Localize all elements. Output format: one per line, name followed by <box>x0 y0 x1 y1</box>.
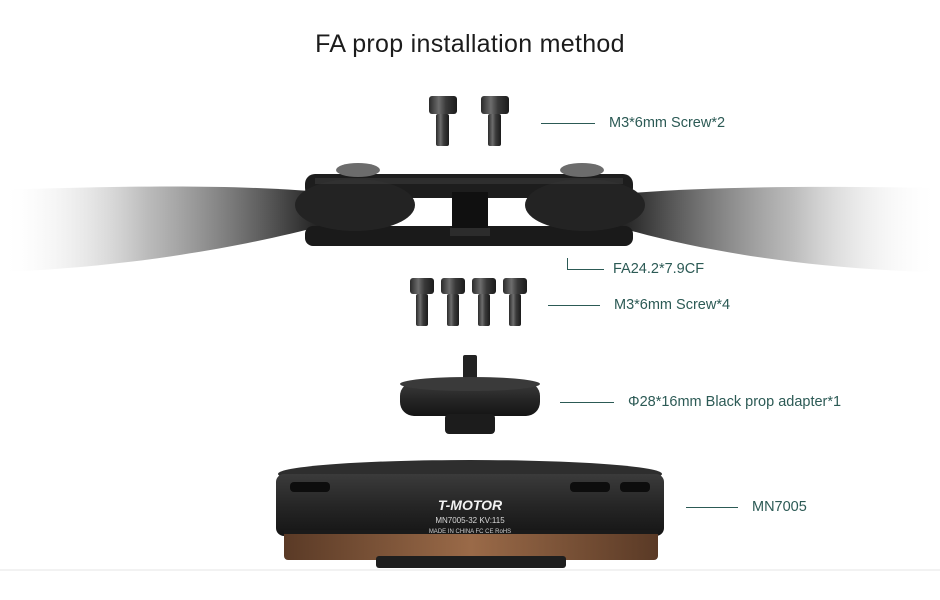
propeller <box>0 163 940 272</box>
top-screw-right <box>481 96 509 146</box>
mid-screw-3 <box>472 278 496 326</box>
leader-line <box>560 402 614 403</box>
mid-screw-1 <box>410 278 434 326</box>
callout-adapter: Φ28*16mm Black prop adapter*1 <box>560 392 841 412</box>
mid-screw-4 <box>503 278 527 326</box>
callout-mid-screws: M3*6mm Screw*4 <box>548 295 730 315</box>
callout-top-screws: M3*6mm Screw*2 <box>541 113 725 133</box>
label-mid-screws: M3*6mm Screw*4 <box>614 297 730 313</box>
motor-brand-logo: T-MOTOR <box>438 497 503 513</box>
leader-line <box>548 305 600 306</box>
leader-line <box>541 123 595 124</box>
callout-motor: MN7005 <box>686 497 807 517</box>
top-screw-left <box>429 96 457 146</box>
prop-adapter <box>400 355 540 434</box>
label-motor: MN7005 <box>752 499 807 515</box>
leader-elbow <box>567 258 604 270</box>
label-propeller: FA24.2*7.9CF <box>613 261 704 277</box>
leader-line <box>686 507 738 508</box>
label-top-screws: M3*6mm Screw*2 <box>609 115 725 131</box>
mid-screw-2 <box>441 278 465 326</box>
label-adapter: Φ28*16mm Black prop adapter*1 <box>628 394 841 410</box>
motor-cert-line: MADE IN CHINA FC CE RoHS <box>429 529 511 535</box>
callout-propeller: FA24.2*7.9CF <box>603 259 704 279</box>
motor-model-line: MN7005-32 KV:115 <box>435 516 505 525</box>
